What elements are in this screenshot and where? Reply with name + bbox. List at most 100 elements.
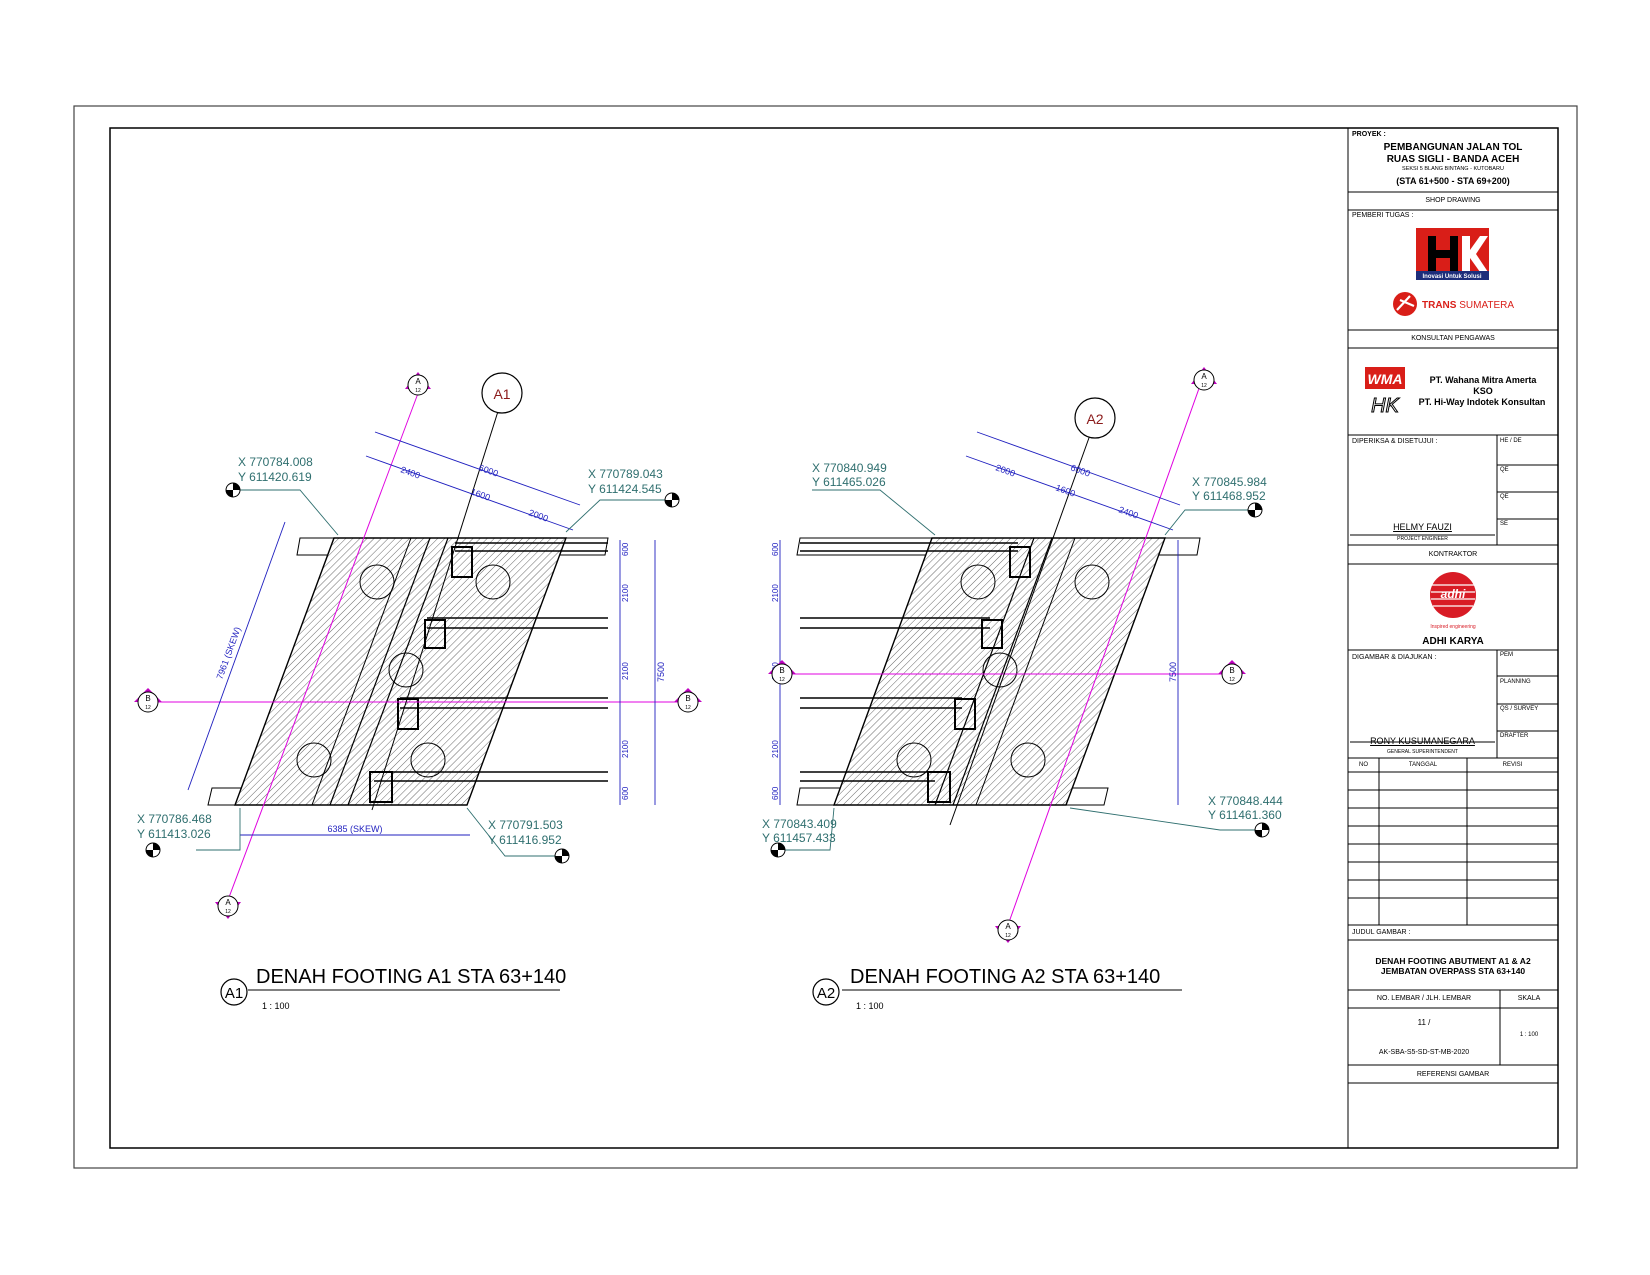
- rev-header-revisi: REVISI: [1502, 762, 1523, 768]
- svg-text:adhi: adhi: [1441, 587, 1466, 601]
- coord-y: Y 611424.545: [588, 482, 662, 496]
- svg-text:TRANS SUMATERA: TRANS SUMATERA: [1422, 300, 1514, 311]
- plan-a1: A1 6000 2400 1600 2000 600 2100 2100 210…: [134, 372, 702, 1011]
- dim-side-seg: 2100: [771, 740, 780, 758]
- title-block-frame: [1347, 128, 1558, 1148]
- no-lembar-label: NO. LEMBAR / JLH. LEMBAR: [1376, 995, 1472, 1002]
- dim-side-seg: 2100: [621, 584, 630, 602]
- grid-label-a1: A1: [493, 386, 510, 402]
- rev-header-no: NO: [1359, 762, 1368, 768]
- bearing-block: [424, 619, 446, 649]
- svg-text:B: B: [685, 694, 690, 703]
- coord-y: Y 611413.026: [137, 827, 211, 841]
- project-line4: (STA 61+500 - STA 69+200): [1396, 176, 1510, 186]
- bearing-block: [954, 698, 976, 730]
- konsultan-line2: KSO: [1473, 386, 1493, 396]
- plan-scale: 1 : 100: [262, 1001, 290, 1011]
- svg-text:12: 12: [225, 909, 231, 915]
- pile: [896, 742, 932, 778]
- survey-point-icon: [664, 492, 680, 508]
- shop-drawing-label: SHOP DRAWING: [1425, 197, 1481, 204]
- drawer-role: PEM: [1500, 652, 1514, 658]
- coord-x: X 770843.409: [762, 817, 837, 831]
- judul-line1: DENAH FOOTING ABUTMENT A1 & A2: [1375, 956, 1531, 966]
- svg-text:12: 12: [415, 388, 421, 394]
- section-marker-b-icon: B 12: [674, 688, 702, 713]
- bearing-block: [451, 546, 473, 578]
- grid-bubble-a2: [1074, 397, 1116, 439]
- section-line-a: [1007, 379, 1203, 926]
- coord-x: X 770840.949: [812, 461, 887, 475]
- konsultan-line3: PT. Hi-Way Indotek Konsultan: [1418, 397, 1546, 407]
- rev-header-tanggal: TANGGAL: [1408, 762, 1438, 768]
- signer1-name: HELMY FAUZI: [1393, 522, 1452, 532]
- dim-top-seg: 2000: [527, 507, 549, 523]
- pile: [1074, 564, 1110, 600]
- bearing-block: [397, 698, 419, 730]
- sheet-number: 11 /: [1417, 1018, 1431, 1027]
- section-marker-b-icon: B 12: [134, 688, 162, 713]
- dim-side-seg: 600: [771, 786, 780, 800]
- plan-badge-label: A2: [817, 985, 835, 1002]
- coord-x: X 770791.503: [488, 818, 563, 832]
- svg-text:A: A: [415, 377, 421, 386]
- svg-text:A: A: [225, 898, 231, 907]
- plan-a2: A2 6000 2000 1600 2400 600 2100 2100 210…: [762, 367, 1283, 1011]
- project-line2: RUAS SIGLI - BANDA ACEH: [1386, 154, 1520, 165]
- digambar-label: DIGAMBAR & DIAJUKAN :: [1352, 654, 1437, 661]
- svg-text:A: A: [1201, 372, 1207, 381]
- coord-x: X 770845.984: [1192, 475, 1267, 489]
- pile: [410, 742, 446, 778]
- survey-point-icon: [554, 848, 570, 864]
- grid-bubble-a1: [481, 372, 523, 414]
- dim-top-overall: 6000: [1069, 462, 1091, 478]
- pile: [359, 564, 395, 600]
- svg-text:B: B: [145, 694, 150, 703]
- pile: [388, 652, 424, 688]
- checker-role: HE / DE: [1500, 438, 1522, 444]
- document-code: AK-SBA-S5-SD-ST-MB-2020: [1378, 1049, 1470, 1056]
- dim-overall: 7500: [1168, 662, 1178, 682]
- pile: [1010, 742, 1046, 778]
- outer-border: [73, 105, 1578, 1169]
- dim-top-seg: 2000: [994, 462, 1016, 478]
- bearing-block: [927, 771, 951, 803]
- svg-text:12: 12: [1201, 383, 1207, 389]
- section-marker-a-icon: A 12: [405, 372, 431, 396]
- inner-border: [109, 127, 1559, 1149]
- diperiksa-label: DIPERIKSA & DISETUJUI :: [1352, 438, 1438, 445]
- section-marker-a-icon: A 12: [215, 895, 241, 919]
- coord-x: X 770784.008: [238, 455, 313, 469]
- section-line-a: [227, 387, 421, 901]
- section-marker-a-icon: A 12: [1191, 367, 1217, 391]
- dim-side-seg: 600: [621, 786, 630, 800]
- kontraktor-label: KONTRAKTOR: [1428, 551, 1478, 558]
- coord-y: Y 611465.026: [812, 475, 886, 489]
- skala-value: 1 : 100: [1519, 1032, 1539, 1038]
- plan-badge-label: A1: [225, 985, 243, 1002]
- dim-side-seg: 2100: [771, 584, 780, 602]
- svg-text:12: 12: [1229, 677, 1235, 683]
- survey-point-icon: [1254, 822, 1270, 838]
- survey-point-icon: [225, 482, 241, 498]
- pile: [960, 564, 996, 600]
- svg-text:Inspired engineering: Inspired engineering: [1430, 624, 1476, 630]
- coord-y: Y 611416.952: [488, 833, 562, 847]
- skala-label: SKALA: [1517, 995, 1541, 1002]
- pile: [296, 742, 332, 778]
- bearing-block: [981, 619, 1003, 649]
- dim-overall: 7500: [656, 662, 666, 682]
- svg-text:B: B: [779, 666, 784, 675]
- signer2-role: GENERAL SUPERINTENDENT: [1387, 749, 1458, 755]
- judul-line2: JEMBATAN OVERPASS STA 63+140: [1380, 966, 1526, 976]
- coord-x: X 770848.444: [1208, 794, 1283, 808]
- dim-side-seg: 2100: [621, 740, 630, 758]
- trans-sumatera-logo: TRANS SUMATERA: [1393, 292, 1514, 316]
- section-marker-b-icon: B 12: [768, 660, 796, 685]
- dim-top-seg: 1600: [469, 486, 491, 502]
- svg-text:B: B: [1229, 666, 1234, 675]
- plan-badge: [812, 978, 840, 1006]
- dim-side-seg: 2100: [621, 662, 630, 680]
- dim-side-seg: 600: [621, 542, 630, 556]
